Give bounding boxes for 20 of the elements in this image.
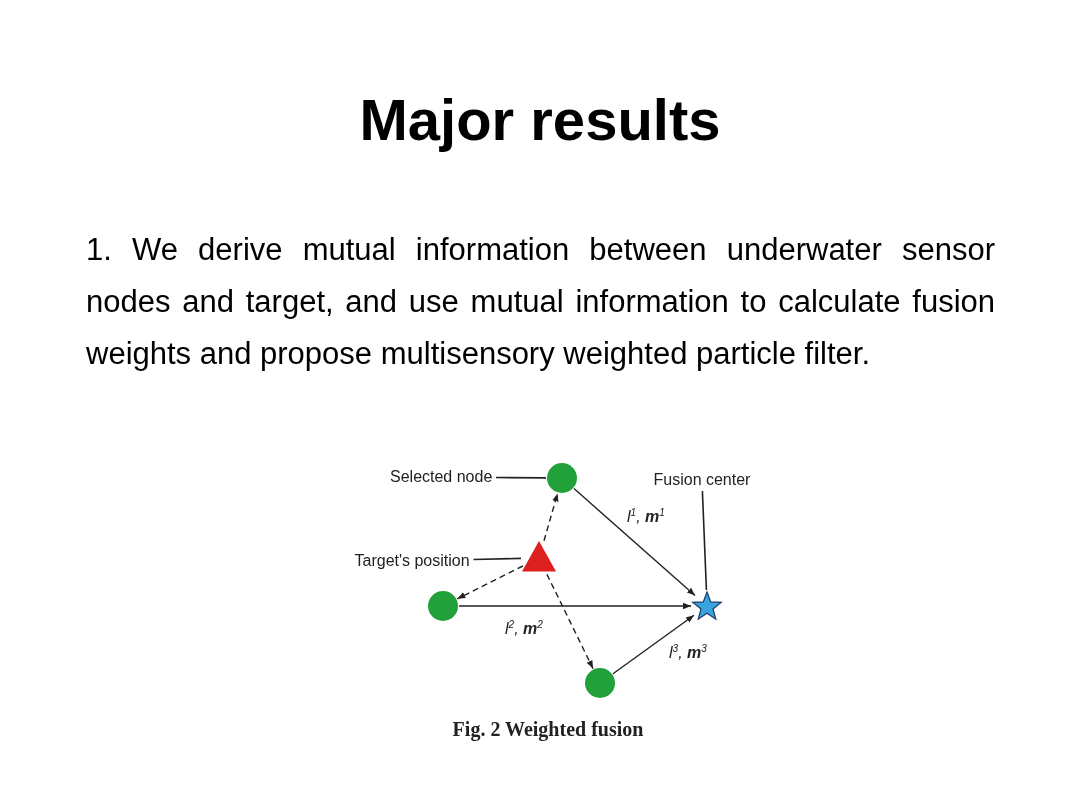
arrow [573, 487, 696, 597]
slide-title: Major results [358, 86, 722, 154]
body-paragraph: 1. We derive mutual information between underwater sensor nodes and target, and use mutual information to calculate fusion weights and propose multisensory weighted particle filter. [86, 231, 995, 373]
star-marker [692, 591, 722, 621]
target-triangle [522, 541, 556, 572]
leader-line [701, 490, 708, 591]
sensor-node-circle [547, 463, 577, 493]
dashed-arrow [546, 573, 594, 670]
dashed-arrow [543, 492, 559, 542]
callout-label: Target's position [354, 551, 470, 571]
arrow [458, 602, 692, 610]
leader-line [495, 476, 547, 479]
callout-label: Selected node [390, 467, 493, 487]
leader-line [472, 557, 522, 561]
sensor-node-circle [585, 668, 615, 698]
arrow [612, 614, 695, 675]
sensor-node-circle [428, 591, 458, 621]
figure-caption: Fig. 2 Weighted fusion [451, 718, 645, 741]
callout-label: Fusion center [653, 470, 751, 490]
dashed-arrow [456, 565, 524, 600]
